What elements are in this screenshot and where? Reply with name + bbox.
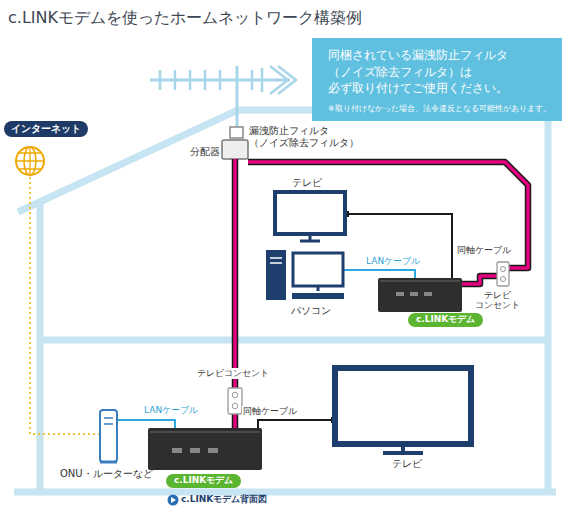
notice-box: 同梱されている漏洩防止フィルタ （ノイズ除去フィルタ）は 必ず取り付けてご使用く…	[312, 38, 562, 121]
internet-badge: インターネット	[4, 121, 88, 137]
outlet-label: テレビ コンセント	[474, 290, 520, 310]
modem-port	[172, 448, 182, 453]
house-ground	[14, 489, 556, 496]
antenna-elements	[160, 68, 262, 92]
diagram-title: c.LINKモデムを使ったホームネットワーク構築例	[8, 8, 362, 27]
pc-monitor-stand	[317, 287, 320, 291]
coax-outline	[232, 159, 239, 388]
outlet-jack	[232, 403, 238, 409]
antenna-mast	[236, 66, 239, 128]
coax-outline	[462, 276, 497, 284]
lan-cable	[343, 270, 415, 278]
splitter-label: 分配器	[190, 146, 220, 158]
modem-port	[396, 292, 404, 296]
house-floor	[40, 337, 548, 344]
node-text: インターネット	[11, 123, 81, 135]
pc-tower-slot	[270, 258, 282, 263]
tv-cable	[258, 420, 335, 428]
modem-edge	[380, 281, 460, 282]
modem-port	[208, 448, 218, 453]
tv-stand	[383, 447, 423, 453]
cable-label: LANケーブル	[143, 405, 199, 416]
coax-cable	[233, 414, 237, 428]
outlet-jack	[501, 267, 506, 272]
outlet-jack	[232, 392, 238, 398]
house-wall	[37, 202, 44, 492]
house-roof	[18, 110, 548, 492]
tv-cable	[347, 214, 452, 278]
modem-port	[410, 292, 418, 296]
filter-symbol	[230, 127, 243, 138]
modem-port	[190, 448, 200, 453]
pc-monitor	[293, 253, 343, 286]
tv-stand	[300, 236, 320, 241]
tv-outlet	[228, 388, 242, 414]
splitter-symbol	[222, 140, 248, 159]
lan-cable	[118, 420, 175, 428]
outlet-jack	[501, 277, 506, 282]
filter-label: 漏洩防止フィルタ （ノイズ除去フィルタ）	[249, 125, 371, 149]
node-text: c.LINKモデム	[174, 475, 233, 487]
device-label: テレビ	[392, 458, 422, 470]
modem-edge	[150, 432, 260, 433]
device-label: パソコン	[291, 305, 331, 317]
cable-label: 同軸ケーブル	[242, 406, 298, 417]
node-text: 同梱されている漏洩防止フィルタ （ノイズ除去フィルタ）は 必ず取り付けてご使用く…	[328, 47, 523, 97]
tv-icon	[275, 192, 345, 234]
outlet-label: テレビコンセント	[196, 368, 270, 379]
coax-cable	[233, 159, 237, 388]
modem-port	[424, 292, 432, 296]
modem-badge: c.LINKモデム	[166, 474, 241, 488]
coax-outline	[232, 414, 239, 428]
play-icon	[168, 495, 179, 506]
cable-label: 同軸ケーブル	[456, 245, 512, 256]
modem-badge: c.LINKモデム	[408, 313, 483, 327]
device-label: ONU・ルーターなど	[60, 468, 153, 480]
router-icon	[100, 410, 117, 462]
link-label: c.LINKモデム背面図	[181, 494, 267, 505]
router-lights	[104, 418, 113, 424]
antenna-tip	[270, 66, 296, 94]
device-label: テレビ	[292, 177, 322, 189]
tv-icon	[335, 368, 471, 444]
play-icon-arrow	[171, 497, 176, 503]
pc-keyboard	[292, 293, 344, 299]
cable-label: LANケーブル	[365, 256, 421, 267]
pc-tower	[266, 250, 286, 300]
modem-box	[378, 278, 462, 312]
globe-icon	[16, 147, 44, 175]
internet-line	[30, 177, 100, 434]
globe-lines	[16, 147, 44, 175]
node-text: ※取り付けなかった場合、法令違反となる可能性があります。	[328, 104, 550, 113]
coax-cable	[462, 276, 497, 284]
node-text: c.LINKモデム	[416, 314, 475, 326]
router-base	[100, 461, 117, 464]
tv-outlet	[497, 262, 509, 286]
modem-box	[148, 428, 262, 470]
